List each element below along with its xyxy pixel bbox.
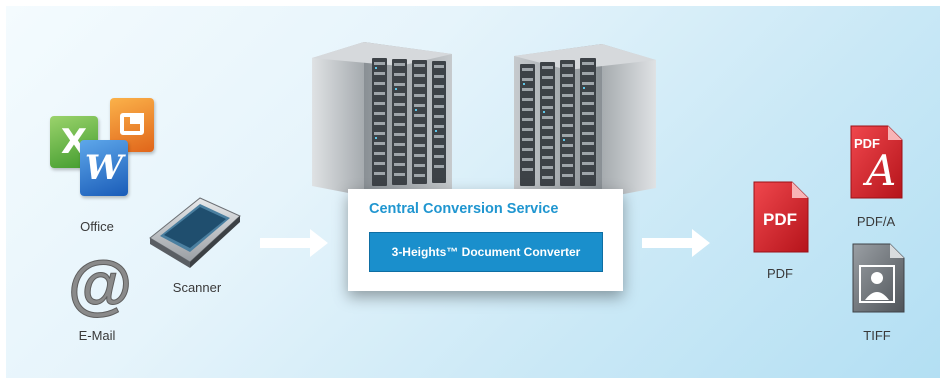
central-conversion-service-box: Central Conversion Service 3-Heights™ Do… [348, 189, 623, 291]
office-icon: X W [50, 98, 154, 198]
pdfa-file-icon: PDF A [848, 124, 904, 200]
word-icon: W [80, 140, 128, 196]
pdf-icon-text: PDF [763, 210, 797, 229]
tiff-label: TIFF [863, 328, 891, 343]
pdf-file-icon: PDF [750, 180, 810, 256]
server-rack-icon [506, 38, 664, 208]
office-label: Office [80, 219, 114, 234]
scanner-label: Scanner [172, 280, 222, 295]
server-rack-icon [302, 36, 460, 206]
tiff-file-icon [850, 242, 906, 314]
scanner-icon [144, 190, 244, 270]
pdfa-letter: A [866, 146, 897, 195]
pdfa-label: PDF/A [856, 214, 896, 229]
diagram-canvas: X W Office @ E-Mail [6, 6, 940, 378]
central-service-title: Central Conversion Service [369, 201, 559, 217]
svg-text:@: @ [68, 249, 132, 319]
document-converter-box: 3-Heights™ Document Converter [369, 232, 603, 272]
pdf-label: PDF [767, 266, 793, 281]
email-at-icon: @ [66, 247, 136, 322]
arrow-right-icon [642, 229, 712, 262]
email-label: E-Mail [78, 328, 116, 343]
arrow-right-icon [260, 229, 330, 262]
pdfa-icon-text: PDF [854, 136, 880, 151]
